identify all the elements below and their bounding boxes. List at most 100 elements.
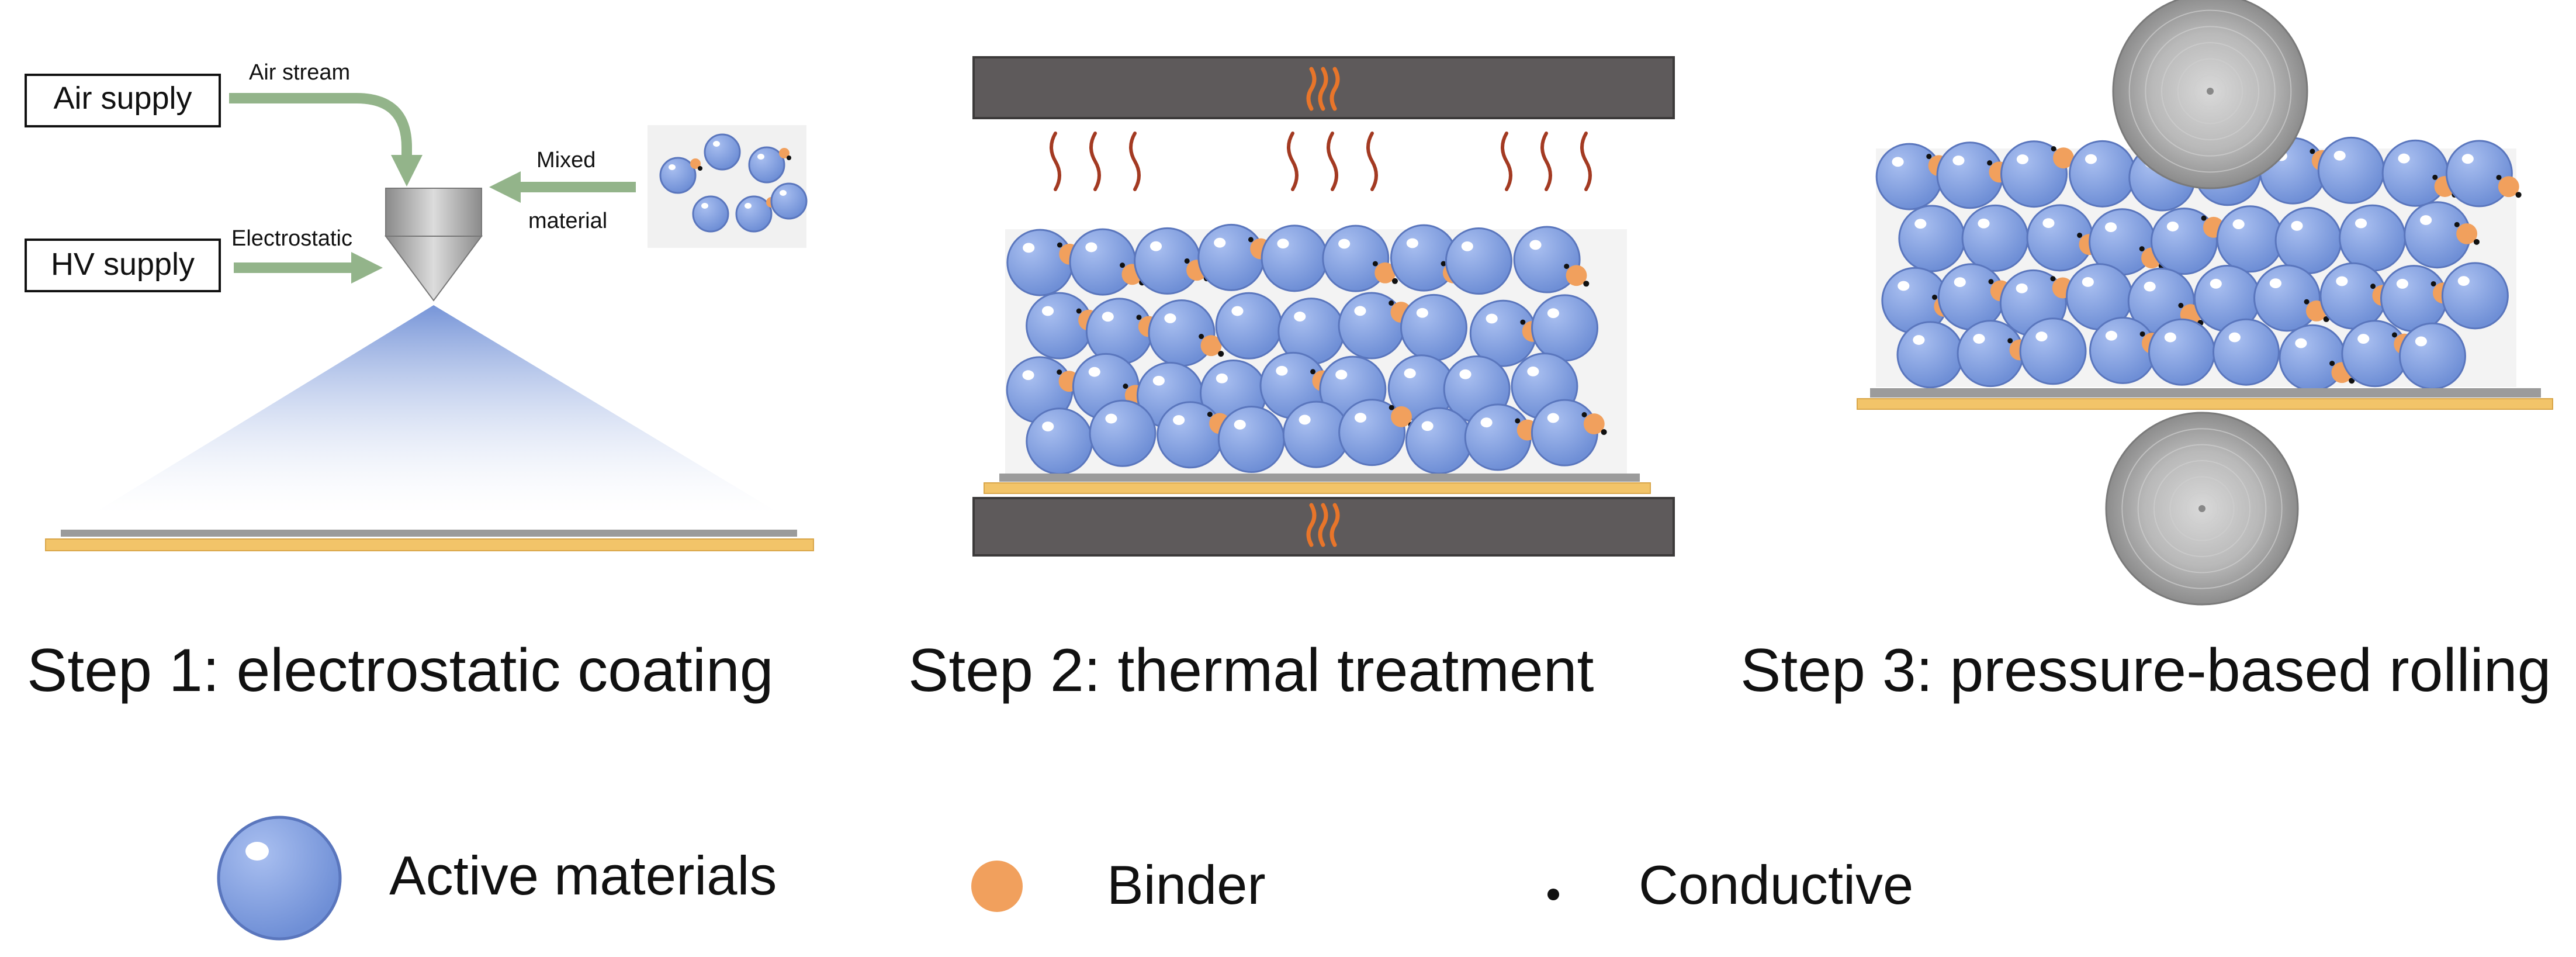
active-material-particle (748, 146, 785, 184)
conductive-particle (2139, 331, 2145, 337)
step3-substrate-grey (1870, 388, 2541, 398)
active-material-particle (2019, 317, 2087, 385)
particle-highlight (2269, 278, 2281, 289)
particle-highlight (2082, 277, 2094, 287)
active-material-particle (1157, 401, 1224, 469)
particle-highlight (2396, 279, 2408, 289)
bottom-roller-texture (2137, 444, 2267, 573)
conductive-particle (1120, 262, 1126, 268)
particle-highlight (1978, 218, 1990, 229)
active-material-particle (1134, 227, 1202, 295)
active-material-particle (2341, 320, 2409, 388)
conductive-particle (1987, 160, 1993, 166)
particle-highlight (2457, 276, 2470, 286)
particle-highlight (1231, 306, 1244, 316)
conductive-particle (2007, 338, 2013, 344)
conductive-particle (1520, 319, 1526, 325)
conductive-particle (2432, 174, 2438, 180)
particle-highlight (1486, 313, 1498, 324)
step3-caption: Step 3: pressure-based rolling (1740, 637, 2551, 704)
hv-supply-label: HV supply (51, 247, 195, 282)
particle-highlight (2166, 222, 2179, 232)
particle-highlight (2291, 220, 2303, 231)
particle-highlight (2105, 330, 2117, 341)
heat-wave (1501, 132, 1512, 191)
step1-electrostatic-coating: Air supply HV supply Air stream Electros… (25, 60, 814, 704)
particle-highlight (2035, 331, 2048, 341)
flame-stroke (1318, 503, 1328, 547)
conductive-particle (1926, 154, 1932, 160)
active-material-particle (735, 195, 773, 233)
binder-particle (1566, 265, 1587, 286)
conductive-particle (1564, 264, 1570, 270)
particle-highlight (1547, 413, 1559, 423)
heat-wave (1287, 132, 1299, 191)
air-supply-box (25, 74, 221, 127)
electrostatic-label: Electrostatic (231, 226, 352, 251)
particle-highlight (2295, 338, 2307, 348)
particle-highlight (2461, 154, 2474, 164)
active-material-particle (2398, 322, 2466, 390)
active-material-particle (1875, 143, 1943, 210)
flame-stroke (1329, 503, 1340, 547)
conductive-particle (2329, 361, 2335, 367)
conductive-particle (2349, 378, 2355, 384)
material-label: material (528, 209, 607, 233)
particle-highlight (1149, 241, 1162, 251)
active-material-particle (2441, 262, 2509, 330)
active-material-particle (1197, 223, 1265, 291)
active-material-particle (1445, 227, 1512, 295)
bottom-roller-texture (2169, 476, 2235, 541)
flame-stroke (1306, 503, 1317, 547)
binder-particle (779, 148, 790, 158)
nozzle-body (385, 188, 482, 237)
particle-highlight (780, 190, 787, 196)
particle-highlight (1085, 242, 1097, 253)
heat-wave (1129, 132, 1141, 191)
flame-stroke (1306, 67, 1317, 111)
particle-highlight (1973, 334, 1985, 344)
mixed-material-particles (659, 133, 808, 233)
particle-highlight (1459, 369, 1471, 379)
heat-wave (1050, 132, 1061, 191)
conductive-particle (1583, 281, 1590, 287)
top-roller-texture (2145, 26, 2276, 157)
particle-highlight (2016, 154, 2029, 164)
conductive-particle (1076, 308, 1082, 314)
particle-highlight (1041, 306, 1054, 316)
step3-current-collector-foil (1857, 398, 2553, 410)
step2-thermal-treatment: Step 2: thermal treatment (908, 56, 1675, 704)
particle-highlight (2336, 276, 2348, 286)
particle-highlight (2085, 154, 2097, 164)
active-material-particle (1405, 407, 1473, 475)
active-material-particle (2069, 140, 2137, 208)
particle-highlight (1354, 413, 1367, 423)
heat-wave (1540, 132, 1552, 191)
active-material-particle (704, 133, 741, 171)
air-stream-label: Air stream (249, 60, 350, 85)
active-material-particle (1322, 224, 1390, 292)
step2-caption: Step 2: thermal treatment (908, 637, 1594, 704)
binder-particle (2498, 176, 2519, 198)
active-material-particle (1148, 299, 1216, 367)
conductive-particle (2515, 192, 2522, 198)
air-supply-label: Air supply (53, 81, 192, 116)
particle-highlight (1480, 417, 1493, 428)
substrate-grey (61, 530, 797, 537)
particle-highlight (2333, 150, 2346, 161)
particle-highlight (1529, 240, 1542, 250)
binder-particle (690, 158, 701, 169)
conductive-particle (1057, 369, 1062, 375)
active-material-particle (1531, 294, 1599, 362)
conductive-particle (1248, 237, 1254, 243)
conductive-particle (698, 166, 702, 171)
particle-highlight (669, 164, 676, 170)
heat-wave (1327, 132, 1338, 191)
active-material-particle (692, 195, 729, 233)
heat-wave (1366, 132, 1378, 191)
particle-highlight (1294, 312, 1306, 322)
conductive-particle (2050, 276, 2056, 282)
conductive-particle (1389, 300, 1394, 306)
particle-highlight (1952, 156, 1965, 165)
step3-particle-layer (1875, 136, 2522, 392)
